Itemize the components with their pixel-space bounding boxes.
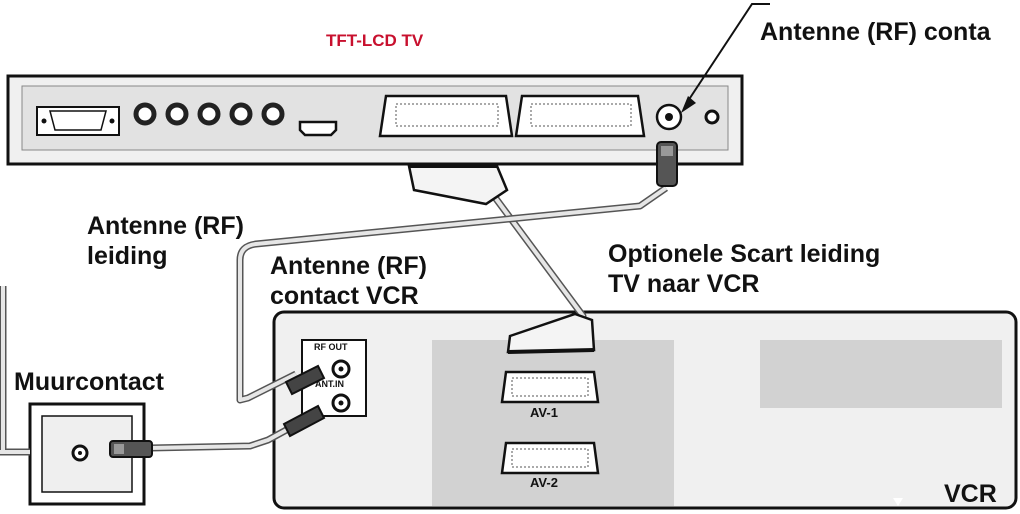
label-antenna-contact-vcr-line-2: contact VCR [270, 281, 419, 310]
tv-scart-port-2 [514, 94, 646, 138]
label-antenna-cable: Antenne (RF) leiding [87, 212, 244, 271]
label-antenna-contact-tv: Antenne (RF) conta [760, 18, 991, 46]
vcr-back-panel [272, 310, 1018, 510]
tv-vga-port [36, 106, 120, 136]
tv-rf-antenna-jack [655, 103, 720, 131]
tv-hdmi-port [298, 120, 338, 137]
label-scart-cable: Optionele Scart leiding TV naar VCR [608, 240, 880, 299]
tv-rca-jacks [133, 102, 285, 126]
scart-cable [407, 164, 596, 354]
label-antenna-cable-line-1: Antenne (RF) [87, 212, 244, 240]
vcr-scart-av1 [500, 370, 600, 404]
tv-back-panel [6, 74, 744, 166]
antenna-rf-cable-vcr-to-tv [236, 141, 678, 404]
vcr-rf-out-label: RF OUT [314, 342, 348, 352]
vcr-scart-av2 [500, 441, 600, 475]
label-wall-outlet: Muurcontact [14, 368, 164, 396]
vcr-av2-label: AV-2 [530, 475, 558, 490]
wall-outlet [28, 402, 146, 506]
vcr-ant-in-label: ANT.IN [315, 379, 344, 389]
label-scart-cable-line-2: TV naar VCR [608, 269, 760, 298]
tv-scart-port-1 [378, 94, 514, 138]
label-antenna-contact-vcr: Antenne (RF) contact VCR [270, 252, 427, 311]
tv-title: TFT-LCD TV [326, 31, 424, 50]
label-scart-cable-line-1: Optionele Scart leiding [608, 240, 881, 268]
annotation-arrow [681, 3, 770, 113]
antenna-rf-cable-wall-to-vcr [109, 404, 326, 458]
label-antenna-contact-vcr-line-1: Antenne (RF) [270, 252, 427, 280]
vcr-title: VCR [944, 480, 997, 508]
label-antenna-cable-line-2: leiding [87, 241, 168, 270]
vcr-av1-label: AV-1 [530, 405, 558, 420]
wall-cable-left [0, 286, 30, 456]
